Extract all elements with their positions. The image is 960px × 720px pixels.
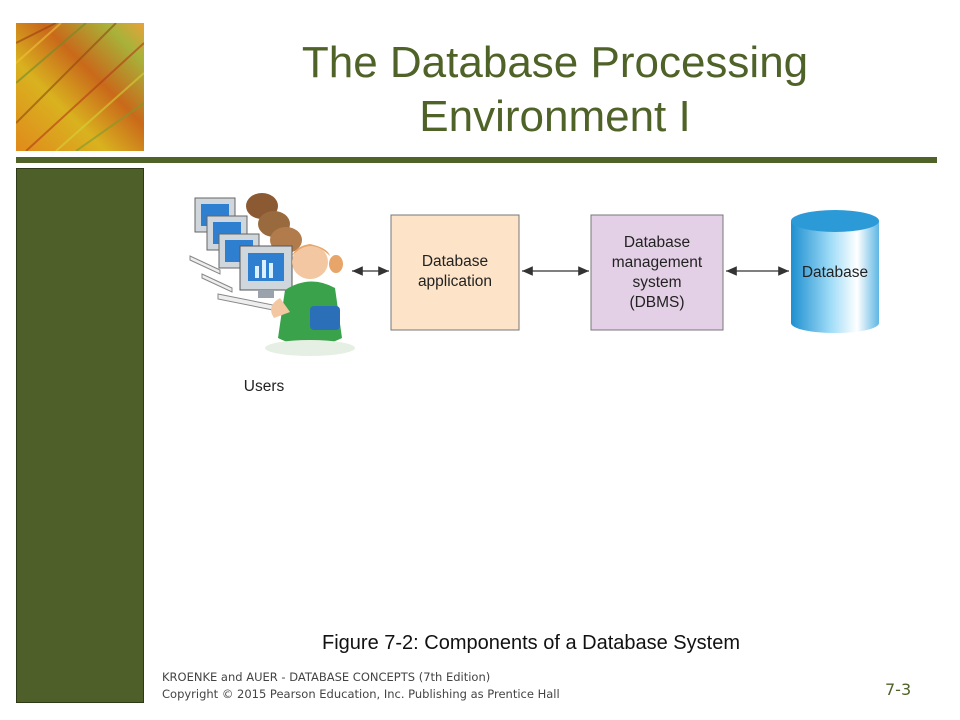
dbms-label-line-1: Database (623, 234, 691, 251)
users-label: Users (243, 378, 285, 395)
dbms-label-line-2: management (611, 254, 703, 271)
database-label: Database (801, 264, 869, 281)
dbms-label-line-3: system (632, 274, 682, 291)
computer-monitor-icon (239, 245, 293, 298)
dbms-label: Database management system (DBMS) (591, 233, 723, 313)
slide-title-line-2: Environment I (419, 92, 691, 141)
page-number: 7-3 (885, 680, 912, 699)
slide-title: The Database Processing Environment I (175, 36, 935, 144)
database-application-label-line-1: Database (421, 253, 489, 270)
side-bar (16, 168, 144, 703)
figure-caption: Figure 7-2: Components of a Database Sys… (322, 632, 740, 654)
dbms-box (590, 214, 724, 331)
footer-line-2: Copyright © 2015 Pearson Education, Inc.… (162, 687, 560, 701)
footer-credits: KROENKE and AUER - DATABASE CONCEPTS (7t… (162, 669, 560, 703)
database-application-label-line-2: application (417, 273, 493, 290)
database-application-label: Database application (391, 252, 519, 292)
database-application-box (390, 214, 520, 331)
users-illustration (189, 193, 355, 356)
slide-title-line-1: The Database Processing (301, 38, 809, 87)
dbms-label-line-4: (DBMS) (629, 294, 685, 311)
corner-decoration-image (16, 23, 144, 151)
database-cylinder-icon (791, 210, 879, 333)
title-divider (16, 157, 937, 163)
database-system-diagram: Users Database application Database mana… (160, 178, 920, 408)
footer-line-1: KROENKE and AUER - DATABASE CONCEPTS (7t… (162, 670, 491, 684)
